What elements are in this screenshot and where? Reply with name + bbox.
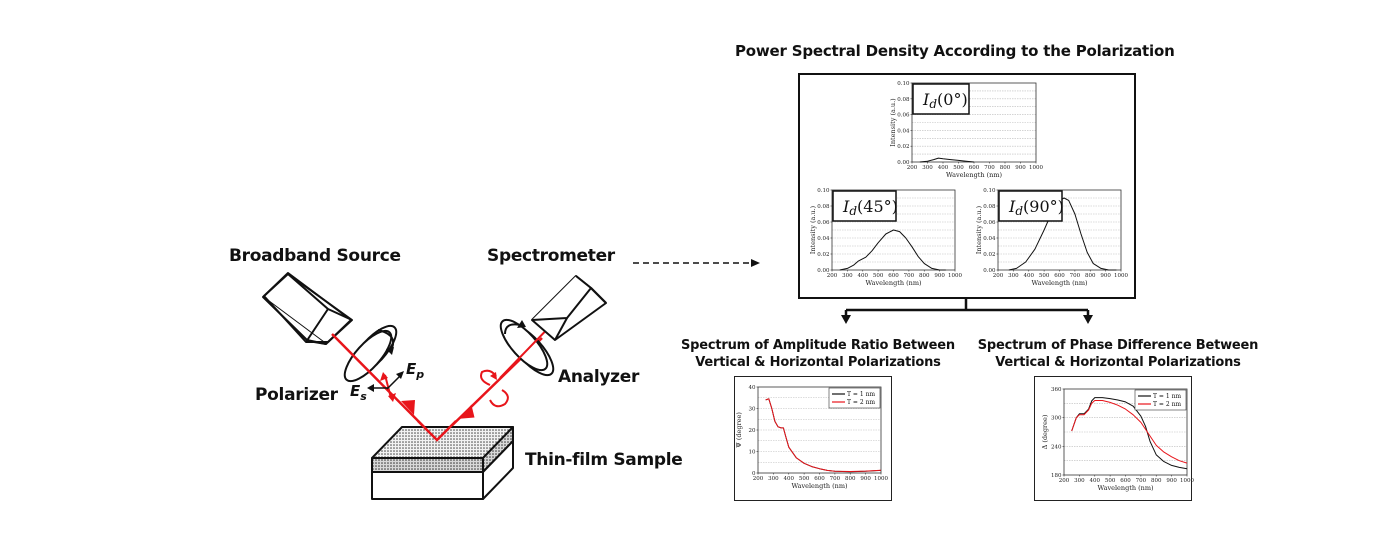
ep-symbol: E <box>406 360 417 378</box>
phase-title-line1: Spectrum of Phase Difference Between <box>977 338 1259 353</box>
polarizer-label: Polarizer <box>255 385 338 405</box>
es-symbol: E <box>350 382 361 400</box>
psd-panel-frame <box>798 73 1136 299</box>
e-field-arrows <box>367 371 404 402</box>
amplitude-title-line1: Spectrum of Amplitude Ratio Between <box>681 338 955 353</box>
red-rotation-arrowhead-icon <box>490 372 497 380</box>
psd-panel-title: Power Spectral Density According to the … <box>735 42 1175 60</box>
reflected-beam-arrowhead-icon <box>459 404 475 419</box>
thin-film-sample <box>371 426 514 500</box>
es-label: Es <box>350 382 367 403</box>
polarizer-rotation-arrowhead-icon <box>386 347 394 355</box>
dashed-arrowhead-icon <box>751 259 760 267</box>
incident-beam-arrowhead-icon <box>401 400 415 415</box>
ep-label: Ep <box>406 360 424 381</box>
amplitude-panel-title: Spectrum of Amplitude Ratio Between Vert… <box>668 337 968 371</box>
phase-chart-frame <box>1034 376 1192 501</box>
es-subscript: s <box>360 390 367 403</box>
ep-subscript: p <box>416 368 425 381</box>
source-box-outline <box>263 273 353 343</box>
amplitude-title-line2: Vertical & Horizontal Polarizations <box>695 355 941 370</box>
analyzer-rotation-arrow-icon <box>504 323 521 335</box>
broadband-source-label: Broadband Source <box>229 246 401 266</box>
phase-title-line2: Vertical & Horizontal Polarizations <box>995 355 1241 370</box>
branch-arrowhead-right-icon <box>1083 315 1093 324</box>
thin-film-sample-label: Thin-film Sample <box>525 450 683 470</box>
amplitude-chart-frame <box>734 376 892 501</box>
beam-reflection-point <box>417 420 457 442</box>
spectrometer-box <box>531 275 607 341</box>
branch-connector <box>844 297 1090 318</box>
branch-arrowhead-left-icon <box>841 315 851 324</box>
spectrometer-label: Spectrometer <box>487 246 615 266</box>
polarizer-disk <box>343 324 398 383</box>
phase-panel-title: Spectrum of Phase Difference Between Ver… <box>968 337 1268 371</box>
analyzer-rotation-arrowhead-icon <box>517 320 526 328</box>
analyzer-rotation-red-icon <box>480 369 509 408</box>
analyzer-label: Analyzer <box>558 367 640 387</box>
